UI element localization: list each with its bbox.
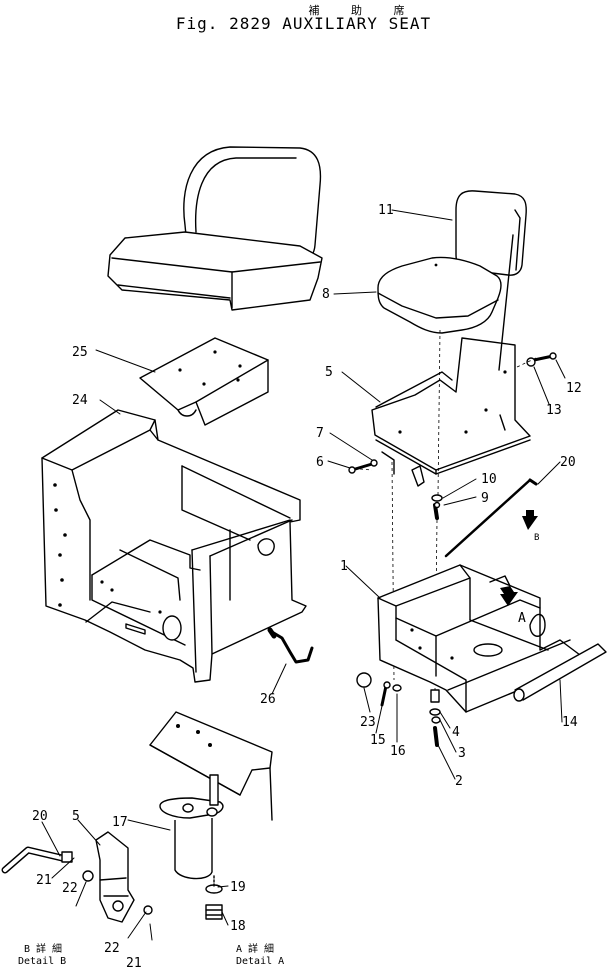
label-17: 17 <box>112 815 128 830</box>
detail-a-jp: A 詳 細 <box>236 942 274 955</box>
base-frame-1-drawing <box>377 564 581 713</box>
label-12: 12 <box>566 381 582 396</box>
label-23: 23 <box>360 715 376 730</box>
label-8: 8 <box>322 287 330 302</box>
label-2: 2 <box>455 774 463 789</box>
rod-20-drawing <box>444 478 538 558</box>
full-seat-drawing <box>107 146 323 311</box>
detail-b-jp: B 詳 細 <box>24 942 62 955</box>
label-19: 19 <box>230 880 246 895</box>
label-21-lower: 21 <box>126 956 142 968</box>
label-13: 13 <box>546 403 562 418</box>
label-18: 18 <box>230 919 246 934</box>
support-rod <box>498 234 514 371</box>
detail-b-label: Detail B <box>18 956 66 967</box>
detail-b-drawing <box>1 831 153 941</box>
label-22-lower: 22 <box>104 941 120 956</box>
label-22-upper: 22 <box>62 881 78 896</box>
label-26: 26 <box>260 692 276 707</box>
console-frame-24-drawing <box>41 409 307 683</box>
direction-arrows <box>500 510 538 606</box>
leader-lines <box>41 209 566 939</box>
label-15: 15 <box>370 733 386 748</box>
marker-b: B <box>534 533 539 543</box>
label-6: 6 <box>316 455 324 470</box>
label-20-lower: 20 <box>32 809 48 824</box>
detail-a-label: Detail A <box>236 956 284 967</box>
label-14: 14 <box>562 715 578 730</box>
detail-a-drawing <box>149 711 273 920</box>
label-25: 25 <box>72 345 88 360</box>
label-5-lower: 5 <box>72 809 80 824</box>
bar-14-drawing <box>513 643 607 702</box>
label-20-upper: 20 <box>560 455 576 470</box>
fasteners-drawing <box>348 352 557 747</box>
bracket-5-drawing <box>371 337 531 487</box>
seat-plate-25-drawing <box>139 337 269 426</box>
label-10: 10 <box>481 472 497 487</box>
label-21-upper: 21 <box>36 873 52 888</box>
label-5-upper: 5 <box>325 365 333 380</box>
label-11: 11 <box>378 203 394 218</box>
label-9: 9 <box>481 491 489 506</box>
japanese-title: 補 助 席 <box>308 4 419 17</box>
figure-title: Fig. 2829 AUXILIARY SEAT <box>175 14 432 33</box>
detail-captions: B 詳 細 Detail B A 詳 細 Detail A <box>18 942 284 967</box>
seat-cushion-8-drawing <box>377 256 502 334</box>
label-1: 1 <box>340 559 348 574</box>
part-labels: 11 8 25 24 5 7 6 12 13 10 9 20 1 26 23 1… <box>32 203 582 968</box>
label-16: 16 <box>390 744 406 759</box>
label-7: 7 <box>316 426 324 441</box>
label-4: 4 <box>452 725 460 740</box>
label-24: 24 <box>72 393 88 408</box>
marker-a: A <box>518 611 526 626</box>
label-3: 3 <box>458 746 466 761</box>
cable-26-drawing <box>267 627 314 664</box>
